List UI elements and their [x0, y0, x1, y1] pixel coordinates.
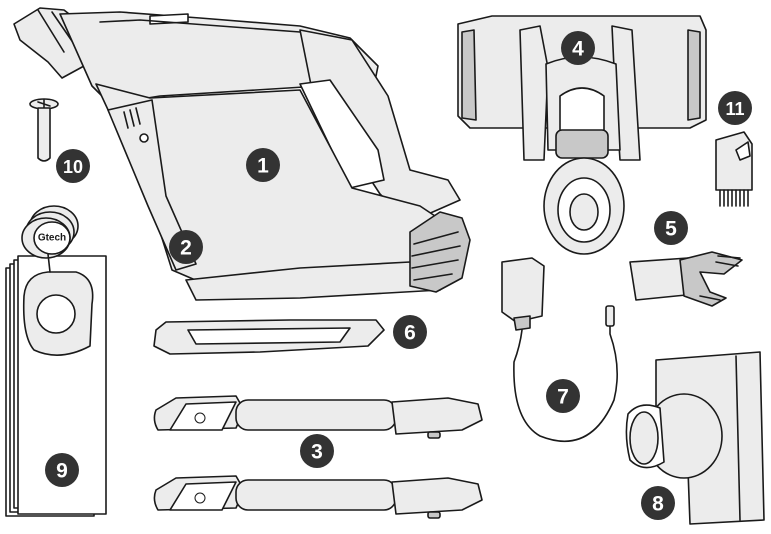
screw-shaft [38, 108, 50, 161]
extension-tube-upper [154, 396, 482, 438]
svg-text:4: 4 [572, 38, 584, 61]
screw-part [30, 99, 58, 161]
brush-tool [630, 252, 742, 306]
tube-upper-shaft [236, 400, 396, 430]
brand-label: Gtech [38, 233, 66, 244]
badge-3: 3 [300, 434, 334, 468]
badge-9: 9 [45, 453, 79, 487]
mini-tool-inlet [630, 412, 658, 464]
svg-text:5: 5 [665, 218, 677, 241]
badge-11: 11 [718, 91, 752, 125]
badge-2: 2 [169, 230, 203, 264]
crevice-tool [154, 320, 384, 354]
tube-upper-right-end [392, 398, 482, 434]
badge-4: 4 [561, 31, 595, 65]
tube-lower-right-end [392, 478, 482, 514]
svg-text:7: 7 [557, 386, 569, 409]
charger-brick [502, 258, 544, 322]
svg-text:6: 6 [404, 322, 416, 345]
badge-5: 5 [654, 211, 688, 245]
svg-text:11: 11 [725, 99, 744, 119]
extension-tube-lower [154, 476, 482, 518]
dust-bag-opening [37, 295, 75, 333]
badge-7: 7 [546, 379, 580, 413]
charger [502, 258, 617, 441]
floor-head-swivel [556, 130, 608, 158]
svg-text:1: 1 [257, 155, 269, 178]
cleaning-comb [716, 132, 752, 206]
svg-text:3: 3 [311, 441, 323, 464]
floor-head-left-arm [520, 26, 548, 160]
badge-10: 10 [56, 149, 90, 183]
svg-text:10: 10 [63, 157, 83, 177]
tube-lower-shaft [236, 480, 396, 510]
badge-1: 1 [246, 148, 280, 182]
badge-8: 8 [641, 486, 675, 520]
svg-text:9: 9 [56, 460, 68, 483]
comb-body [716, 132, 752, 190]
badge-6: 6 [393, 315, 427, 349]
charger-plug [606, 306, 614, 326]
svg-text:2: 2 [180, 237, 192, 260]
svg-text:8: 8 [652, 493, 664, 516]
